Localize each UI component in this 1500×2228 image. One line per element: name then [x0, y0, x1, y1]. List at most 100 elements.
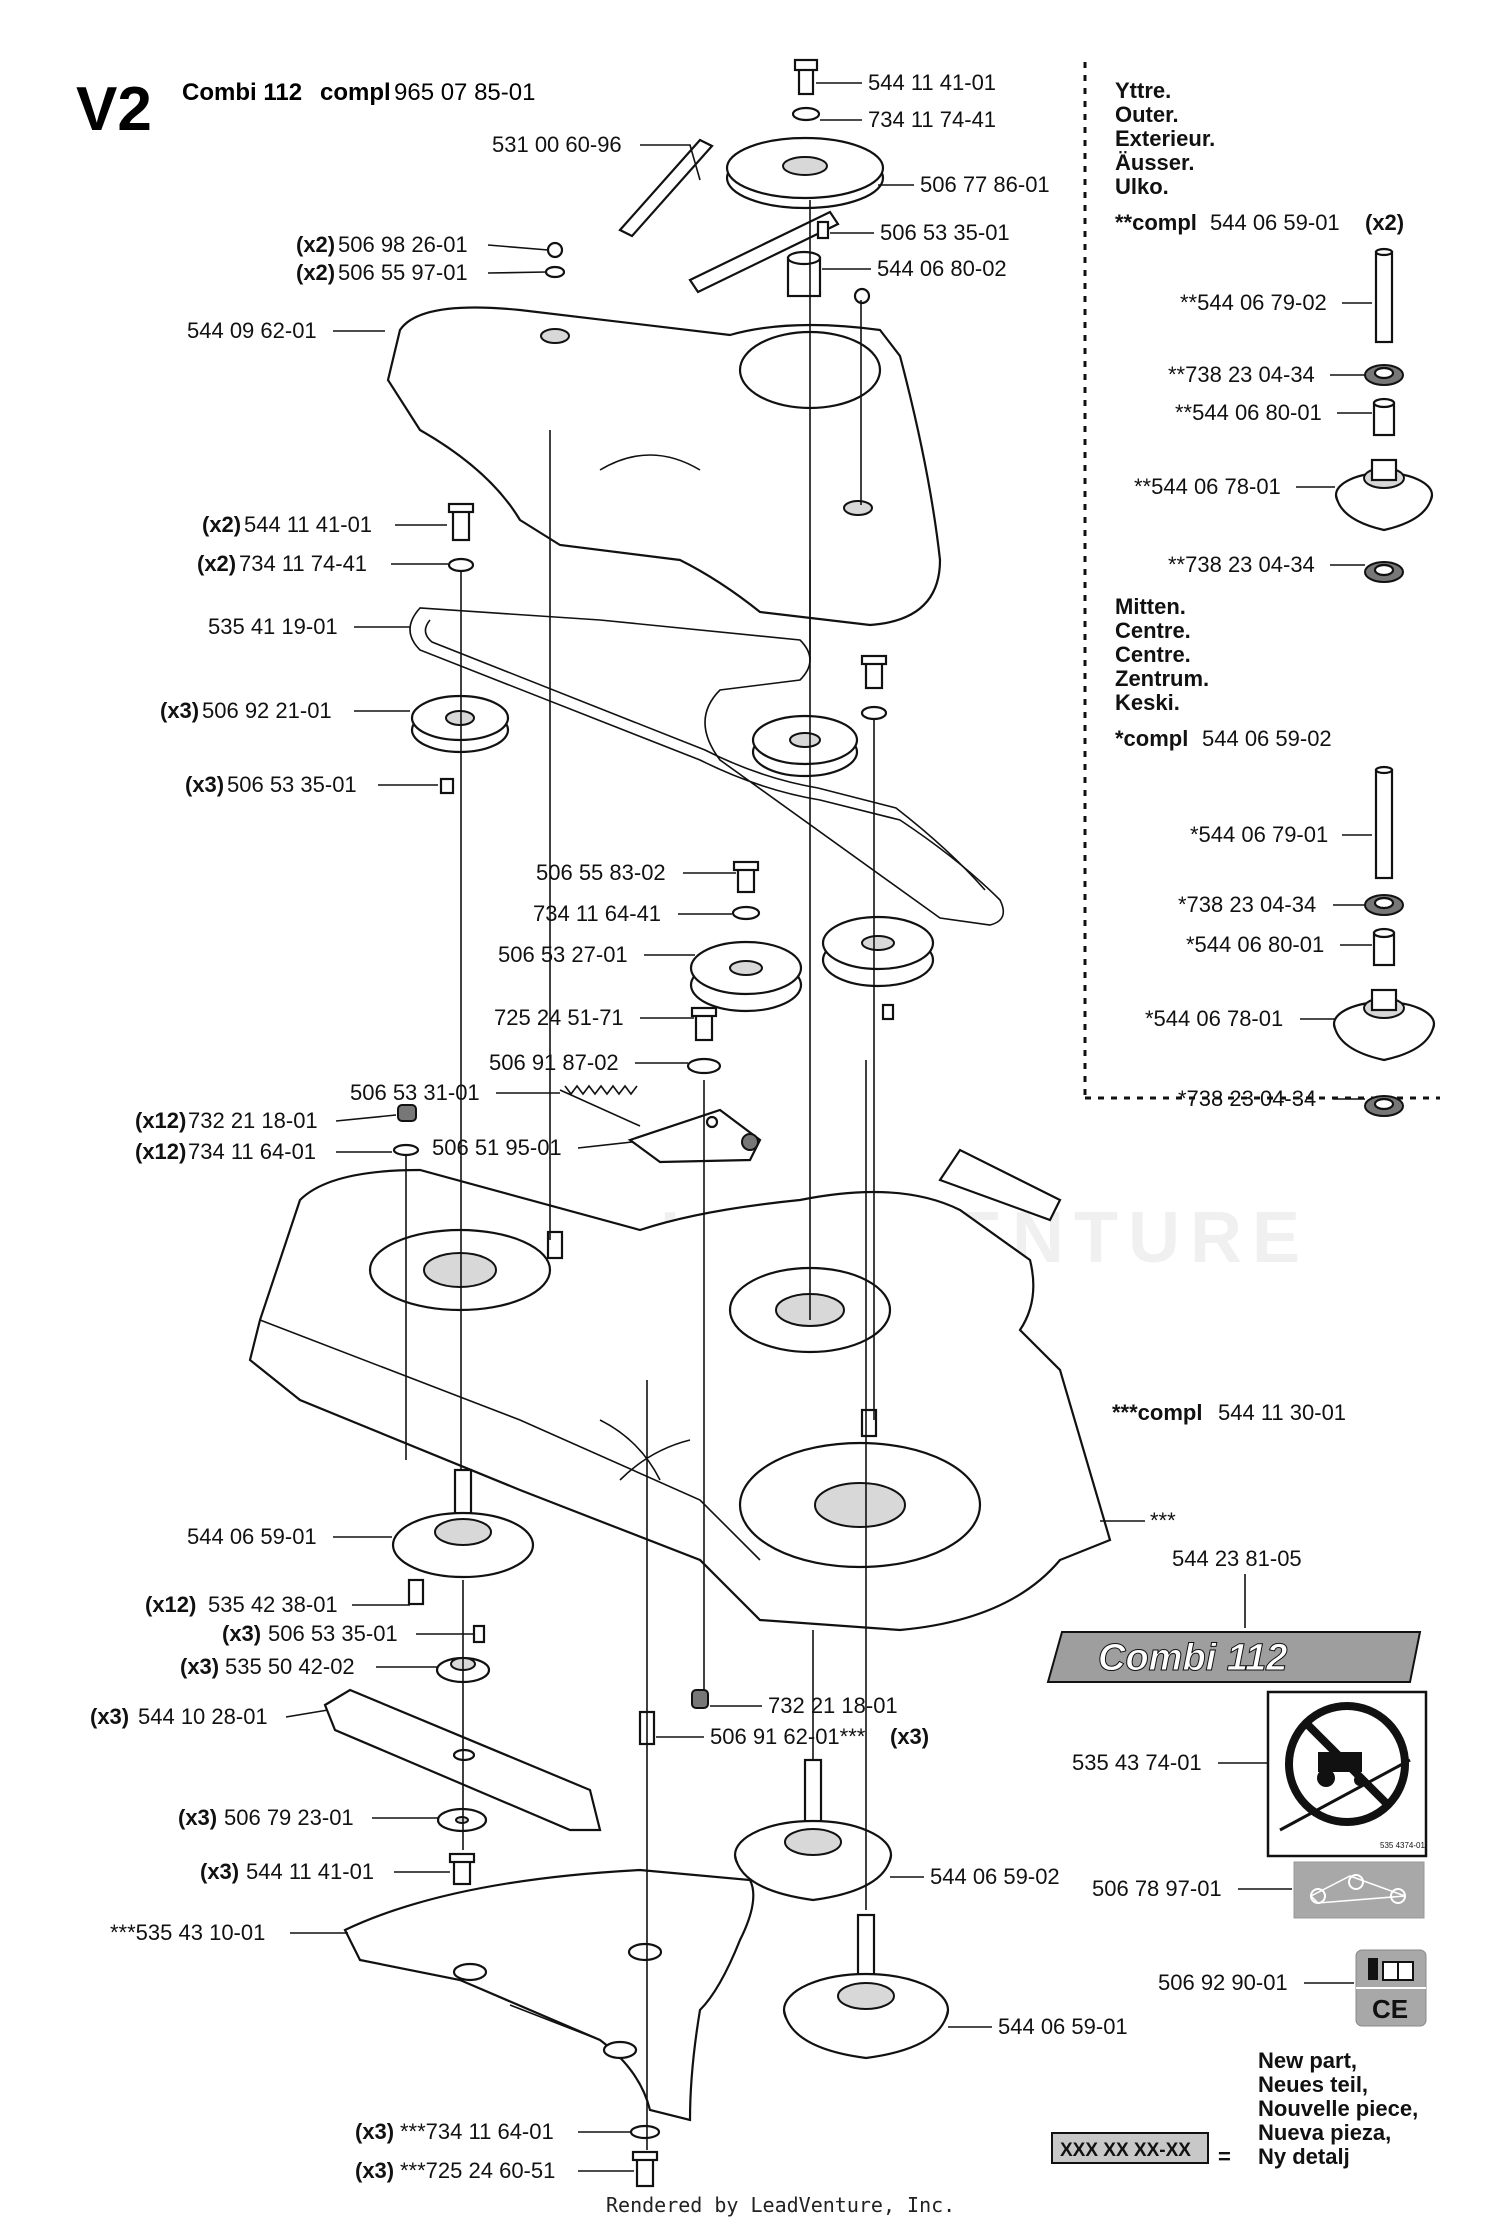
drive-belt — [409, 607, 1005, 926]
callout-535-50-42-02: 535 50 42-02 — [225, 1654, 355, 1679]
callout-qty: (x3) — [200, 1859, 239, 1884]
callout-732-21-18-01-lower: 732 21 18-01 — [768, 1693, 898, 1718]
outer-line-2: Outer. — [1115, 102, 1179, 127]
mulch-plate — [343, 1868, 755, 2122]
model-label: Combi 112 — [182, 79, 302, 106]
callout-506-79-23-01: 506 79 23-01 — [224, 1805, 354, 1830]
center-spindle-shaft — [1374, 765, 1394, 880]
right-bolt-stack — [860, 654, 888, 721]
outer-shaft-label: **544 06 79-02 — [1180, 290, 1327, 315]
top-washer — [791, 106, 821, 122]
callout-qty: (x3) — [890, 1724, 929, 1749]
callout-qty: (x2) — [202, 512, 241, 537]
outer-line-4: Äusser. — [1115, 150, 1195, 175]
callout-qty: (x3) — [355, 2158, 394, 2183]
callout-544-11-41-01-top: 544 11 41-01 — [868, 70, 996, 95]
belt-decal-number: 506 78 97-01 — [1092, 1876, 1222, 1901]
callout-506-92-21-01: 506 92 21-01 — [202, 698, 332, 723]
callout-544-09-62-01: 544 09 62-01 — [187, 318, 317, 343]
callout-506-91-62-01: 506 91 62-01*** — [710, 1724, 866, 1749]
callout-531-00-60-96: 531 00 60-96 — [492, 132, 622, 157]
callout-544-06-59-01-right: 544 06 59-01 — [998, 2014, 1128, 2039]
callout-506-91-87-02: 506 91 87-02 — [489, 1050, 619, 1075]
callout-544-06-59-01-left: 544 06 59-01 — [187, 1524, 317, 1549]
callout-qty: (x12) — [135, 1108, 186, 1133]
left-idler-pulley — [410, 694, 510, 795]
callout-qty: (x3) — [185, 772, 224, 797]
belt-strip-2 — [688, 210, 840, 294]
center-housing-label: *544 06 78-01 — [1145, 1006, 1283, 1031]
callout-506-53-35-01-top: 506 53 35-01 — [880, 220, 1010, 245]
callout-506-77-86-01: 506 77 86-01 — [920, 172, 1050, 197]
new-part-legend: New part, Neues teil, Nouvelle piece, Nu… — [1051, 2048, 1418, 2169]
outer-line-5: Ulko. — [1115, 174, 1169, 199]
callout-544-06-80-02: 544 06 80-02 — [877, 256, 1007, 281]
new-part-code: XXX XX XX-XX — [1060, 2140, 1191, 2161]
outer-bearing-top — [1364, 364, 1404, 386]
outer-housing-label: **544 06 78-01 — [1134, 474, 1281, 499]
callout-506-53-35-01-lower: 506 53 35-01 — [268, 1621, 398, 1646]
left-callouts: 531 00 60-96 (x2) 506 98 26-01 (x2) 506 … — [90, 132, 736, 2183]
callout-734-11-64-41: 734 11 64-41 — [533, 901, 661, 926]
tension-arm — [559, 1006, 762, 1164]
callout-qty: (x2) — [296, 232, 335, 257]
callout-qty: (x3) — [355, 2119, 394, 2144]
left-spindle — [391, 1468, 535, 1684]
outer-line-1: Yttre. — [1115, 78, 1171, 103]
callout-732-21-18-01: 732 21 18-01 — [188, 1108, 318, 1133]
callout-734-11-74-41: 734 11 74-41 — [239, 551, 367, 576]
callout-734-11-64-01: 734 11 64-01 — [188, 1139, 316, 1164]
callout-535-43-10-01: ***535 43 10-01 — [110, 1920, 265, 1945]
center-top-pulley — [751, 714, 859, 778]
center-bearing-bottom-label: *738 23 04-34 — [1178, 1086, 1316, 1111]
outer-compl-prefix: **compl — [1115, 210, 1197, 235]
callout-535-41-19-01: 535 41 19-01 — [208, 614, 338, 639]
outer-spacer-label: **544 06 80-01 — [1175, 400, 1322, 425]
center-compl-prefix: *compl — [1115, 726, 1188, 751]
legend-line-3: Nouvelle piece, — [1258, 2096, 1418, 2121]
label-number: 544 23 81-05 — [1172, 1546, 1302, 1571]
callout-qty: (x2) — [197, 551, 236, 576]
outer-compl-number: 544 06 59-01 — [1210, 210, 1340, 235]
callout-544-11-41-01-lower: 544 11 41-01 — [246, 1859, 374, 1884]
callout-qty: (x2) — [296, 260, 335, 285]
center-shaft-label: *544 06 79-01 — [1190, 822, 1328, 847]
top-pulley-assembly — [618, 58, 885, 298]
decals: 544 23 81-05 Combi 112 535 43 74-01 535 … — [1046, 1546, 1428, 2027]
compl-number: 965 07 85-01 — [394, 79, 535, 106]
callout-734-11-74-41-top: 734 11 74-41 — [868, 107, 996, 132]
callout-qty: (x3) — [180, 1654, 219, 1679]
tractor-icon — [1318, 1752, 1362, 1772]
legend-line-2: Neues teil, — [1258, 2072, 1368, 2097]
outer-spindle-shaft — [1374, 247, 1394, 344]
callout-506-53-27-01: 506 53 27-01 — [498, 942, 628, 967]
center-spacer-label: *544 06 80-01 — [1186, 932, 1324, 957]
callout-506-55-97-01: 506 55 97-01 — [338, 260, 468, 285]
center-bearing-bottom — [1364, 1095, 1404, 1117]
center-lower-fasteners — [638, 1689, 709, 1746]
center-bearing-top-label: *738 23 04-34 — [1178, 892, 1316, 917]
model-decal-text: Combi 112 — [1098, 1637, 1287, 1679]
center-line-2: Centre. — [1115, 618, 1191, 643]
warning-decal-small-text: 535 4374-01 — [1380, 1841, 1425, 1850]
center-spindle-housing — [1332, 988, 1436, 1062]
warning-decal: 535 4374-01 — [1266, 1690, 1428, 1858]
callout-506-51-95-01: 506 51 95-01 — [432, 1135, 562, 1160]
outer-line-3: Exterieur. — [1115, 126, 1215, 151]
right-callouts: 544 11 41-01 734 11 74-41 506 77 86-01 5… — [656, 70, 1346, 2039]
manual-ce-decal: CE — [1355, 1949, 1427, 2027]
belt-routing-decal — [1293, 1861, 1425, 1919]
center-spindle-legend: Mitten. Centre. Centre. Zentrum. Keski. … — [1115, 594, 1436, 1117]
deck-compl-prefix: ***compl — [1112, 1400, 1202, 1425]
center-line-5: Keski. — [1115, 690, 1180, 715]
legend-line-5: Ny detalj — [1258, 2144, 1350, 2169]
legend-line-1: New part, — [1258, 2048, 1357, 2073]
idler-pulley-middle — [689, 860, 803, 1013]
top-key — [816, 220, 830, 240]
page-code: V2 — [76, 75, 152, 144]
center-line-3: Centre. — [1115, 642, 1191, 667]
diagram-title: V2 Combi 112 compl 965 07 85-01 — [76, 75, 535, 144]
footer-credit: Rendered by LeadVenture, Inc. — [606, 2193, 955, 2217]
legend-line-4: Nueva pieza, — [1258, 2120, 1391, 2145]
